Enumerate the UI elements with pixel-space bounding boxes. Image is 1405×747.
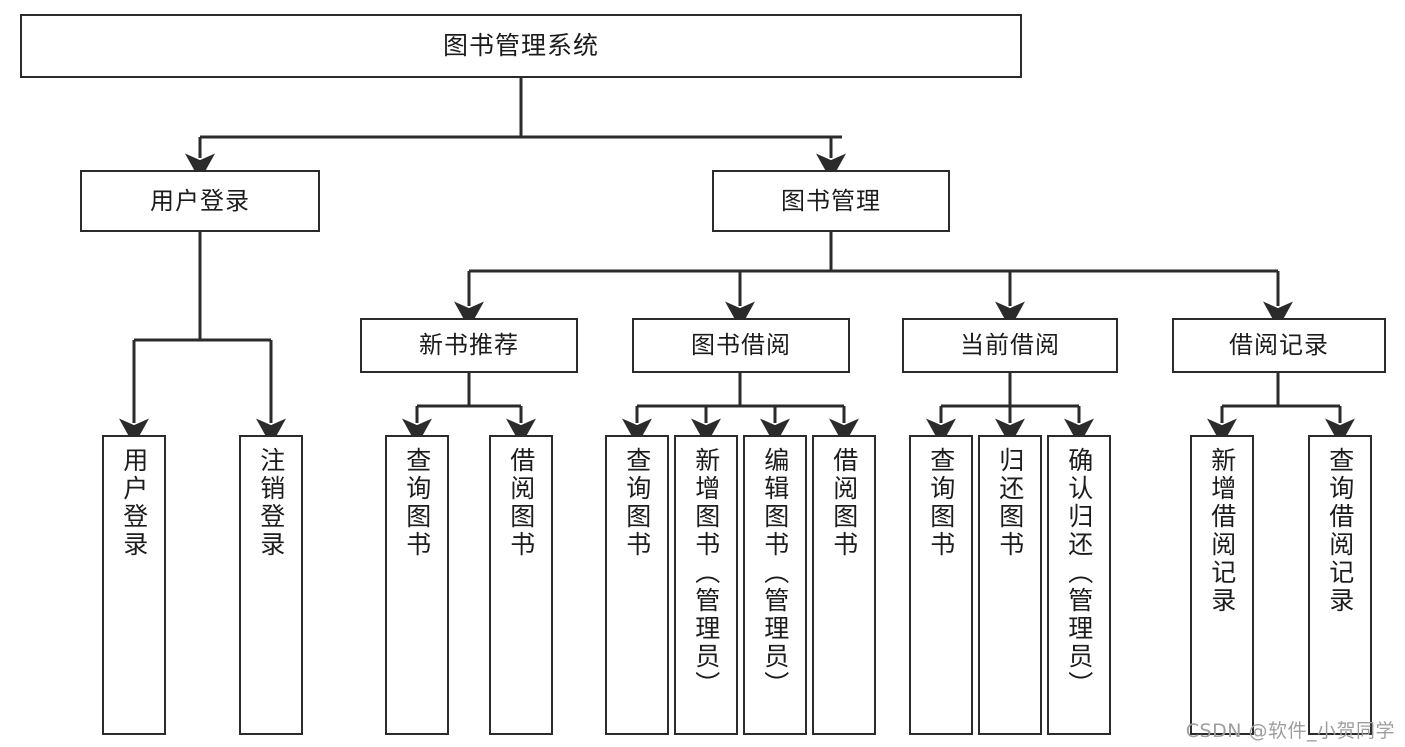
node-current-borrow[interactable]: 当前借阅 (902, 318, 1118, 373)
node-book-borrow[interactable]: 图书借阅 (632, 318, 850, 373)
leaf-current-confirm-return[interactable]: 确认归还（管理员） (1047, 435, 1111, 735)
node-label: 借阅图书 (829, 447, 859, 559)
node-new-book-recommend[interactable]: 新书推荐 (360, 318, 578, 373)
node-label: 图书管理 (781, 186, 881, 215)
leaf-borrow-add-book[interactable]: 新增图书（管理员） (674, 435, 738, 735)
leaf-record-query-record[interactable]: 查询借阅记录 (1308, 435, 1372, 735)
node-label: 借阅图书 (506, 447, 536, 559)
leaf-user-logout[interactable]: 注销登录 (239, 435, 303, 735)
node-label: 查询图书 (622, 447, 652, 559)
node-user-login[interactable]: 用户登录 (80, 170, 320, 232)
node-label: 用户登录 (119, 447, 149, 559)
node-label: 确认归还（管理员） (1064, 447, 1094, 699)
node-label: 当前借阅 (960, 331, 1060, 360)
node-label: 图书管理系统 (442, 31, 599, 60)
node-label: 借阅记录 (1229, 331, 1329, 360)
node-root-system[interactable]: 图书管理系统 (20, 14, 1022, 78)
leaf-newbooks-query-book[interactable]: 查询图书 (385, 435, 449, 735)
node-label: 查询借阅记录 (1325, 447, 1355, 615)
leaf-user-login[interactable]: 用户登录 (102, 435, 166, 735)
node-label: 新增图书（管理员） (691, 447, 721, 699)
node-label: 图书借阅 (691, 331, 791, 360)
node-label: 查询图书 (402, 447, 432, 559)
node-label: 归还图书 (995, 447, 1025, 559)
watermark-text: CSDN @软件_小贺同学 (1185, 720, 1395, 742)
leaf-borrow-lend-book[interactable]: 借阅图书 (812, 435, 876, 735)
leaf-current-query-book[interactable]: 查询图书 (909, 435, 973, 735)
leaf-borrow-edit-book[interactable]: 编辑图书（管理员） (743, 435, 807, 735)
leaf-newbooks-borrow-book[interactable]: 借阅图书 (489, 435, 553, 735)
leaf-current-return-book[interactable]: 归还图书 (978, 435, 1042, 735)
node-borrow-record[interactable]: 借阅记录 (1172, 318, 1386, 373)
node-label: 注销登录 (256, 447, 286, 559)
node-book-management[interactable]: 图书管理 (712, 170, 950, 232)
node-label: 新书推荐 (419, 331, 519, 360)
node-label: 编辑图书（管理员） (760, 447, 790, 699)
node-label: 新增借阅记录 (1207, 447, 1237, 615)
node-label: 查询图书 (926, 447, 956, 559)
node-label: 用户登录 (150, 186, 250, 215)
leaf-borrow-query-book[interactable]: 查询图书 (605, 435, 669, 735)
leaf-record-add-record[interactable]: 新增借阅记录 (1190, 435, 1254, 735)
